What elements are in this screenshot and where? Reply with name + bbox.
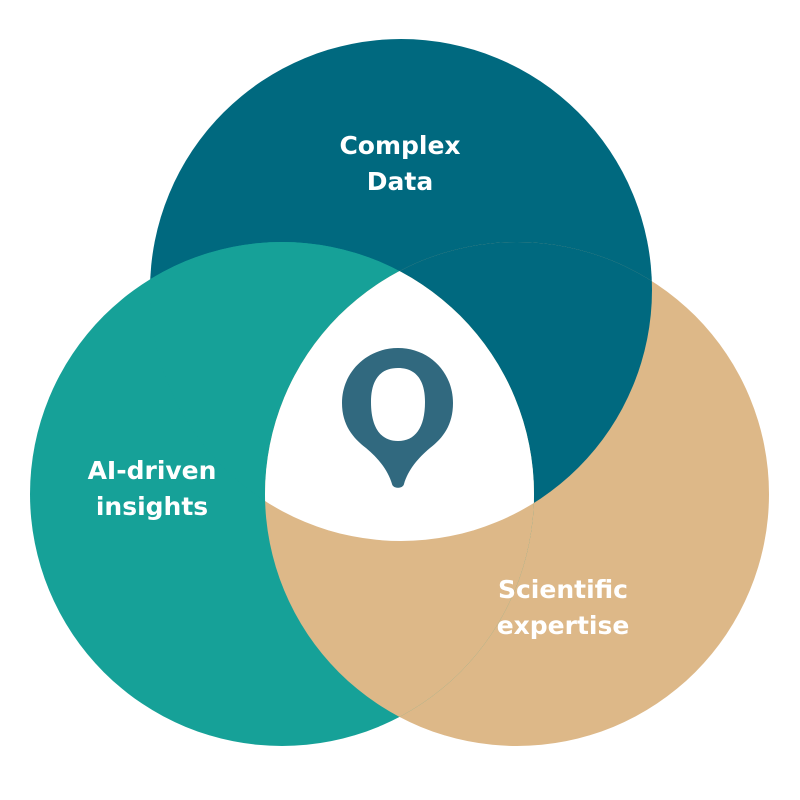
scientific-expertise-label: Scientific expertise bbox=[443, 572, 683, 644]
label-line: Scientific bbox=[497, 575, 629, 604]
location-pin-logo-icon bbox=[342, 348, 453, 488]
label-line: Data bbox=[366, 167, 434, 196]
label-line: Complex bbox=[339, 131, 461, 160]
label-line: AI-driven bbox=[87, 456, 217, 485]
label-line: expertise bbox=[496, 611, 630, 640]
ai-driven-insights-label: AI-driven insights bbox=[32, 453, 272, 525]
label-line: insights bbox=[95, 492, 209, 521]
complex-data-label: Complex Data bbox=[280, 128, 520, 200]
